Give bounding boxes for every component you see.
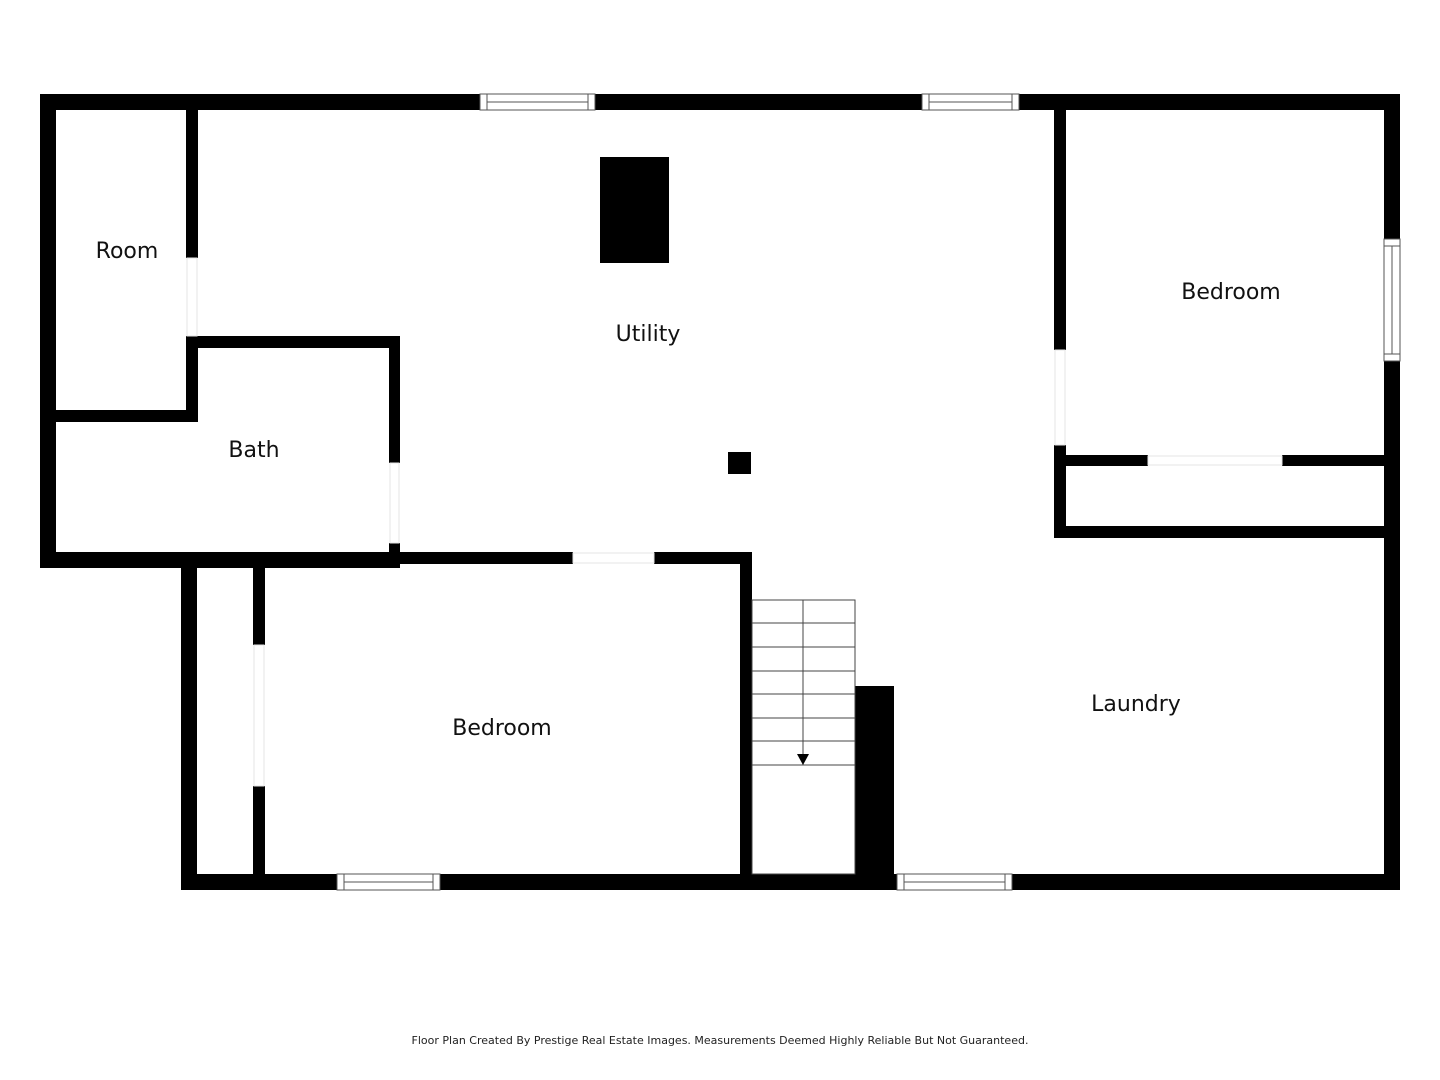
door-bedroom-right[interactable]	[1054, 349, 1066, 446]
label-bath: Bath	[228, 438, 279, 463]
window-top-right	[921, 93, 1020, 111]
wall-bedroom-right-left-upper	[1054, 94, 1066, 350]
furnace-fixture	[600, 157, 669, 263]
wall-stair-block	[855, 686, 894, 890]
room-labels: Room Utility Bedroom Bath Bedroom Laundr…	[96, 239, 1281, 741]
label-bedroom-right: Bedroom	[1181, 280, 1281, 305]
wall-closet-lower	[253, 786, 265, 886]
walls	[40, 94, 1400, 890]
wall-closet-right-bottom	[1054, 526, 1400, 538]
door-room[interactable]	[186, 257, 198, 337]
footer-credit: Floor Plan Created By Prestige Real Esta…	[411, 1034, 1029, 1047]
door-closet-left[interactable]	[253, 644, 265, 787]
window-top-left	[479, 93, 596, 111]
label-laundry: Laundry	[1091, 692, 1181, 717]
wall-room-right-lower	[186, 336, 198, 422]
wall-left-upper	[40, 94, 56, 568]
windows	[336, 93, 1401, 891]
wall-bottom	[181, 874, 1400, 890]
label-utility: Utility	[616, 322, 681, 347]
wall-left-lower	[181, 560, 197, 890]
label-bedroom-bottom: Bedroom	[452, 716, 552, 741]
wall-bath-top	[186, 336, 400, 348]
wall-bedroom-bottom-top-left	[181, 552, 573, 564]
door-bedroom-bottom[interactable]	[572, 552, 655, 564]
door-closet-right[interactable]	[1147, 455, 1283, 466]
doors	[186, 257, 1283, 787]
wall-room-bottom	[40, 410, 198, 422]
wall-room-right-upper	[186, 94, 198, 258]
wall-bedroom-right-bottom-right	[1282, 455, 1400, 466]
wall-right	[1384, 94, 1400, 890]
wall-bedroom-bottom-top-right	[654, 552, 752, 564]
window-bottom-right	[896, 873, 1013, 891]
stair-arrow-down-icon	[797, 754, 809, 765]
wall-closet-upper	[253, 560, 265, 645]
label-room: Room	[96, 239, 159, 264]
door-bath[interactable]	[389, 462, 400, 544]
wall-bedroom-bottom-right	[740, 552, 752, 890]
stairs	[751, 599, 856, 875]
wall-bedroom-right-bottom-left	[1054, 455, 1148, 466]
wall-bath-right-upper	[389, 336, 400, 463]
wall-bedroom-right-left-lower	[1054, 445, 1066, 538]
window-bottom-left	[336, 873, 441, 891]
window-right	[1383, 238, 1401, 362]
support-post	[728, 452, 751, 474]
wall-top	[40, 94, 1400, 110]
